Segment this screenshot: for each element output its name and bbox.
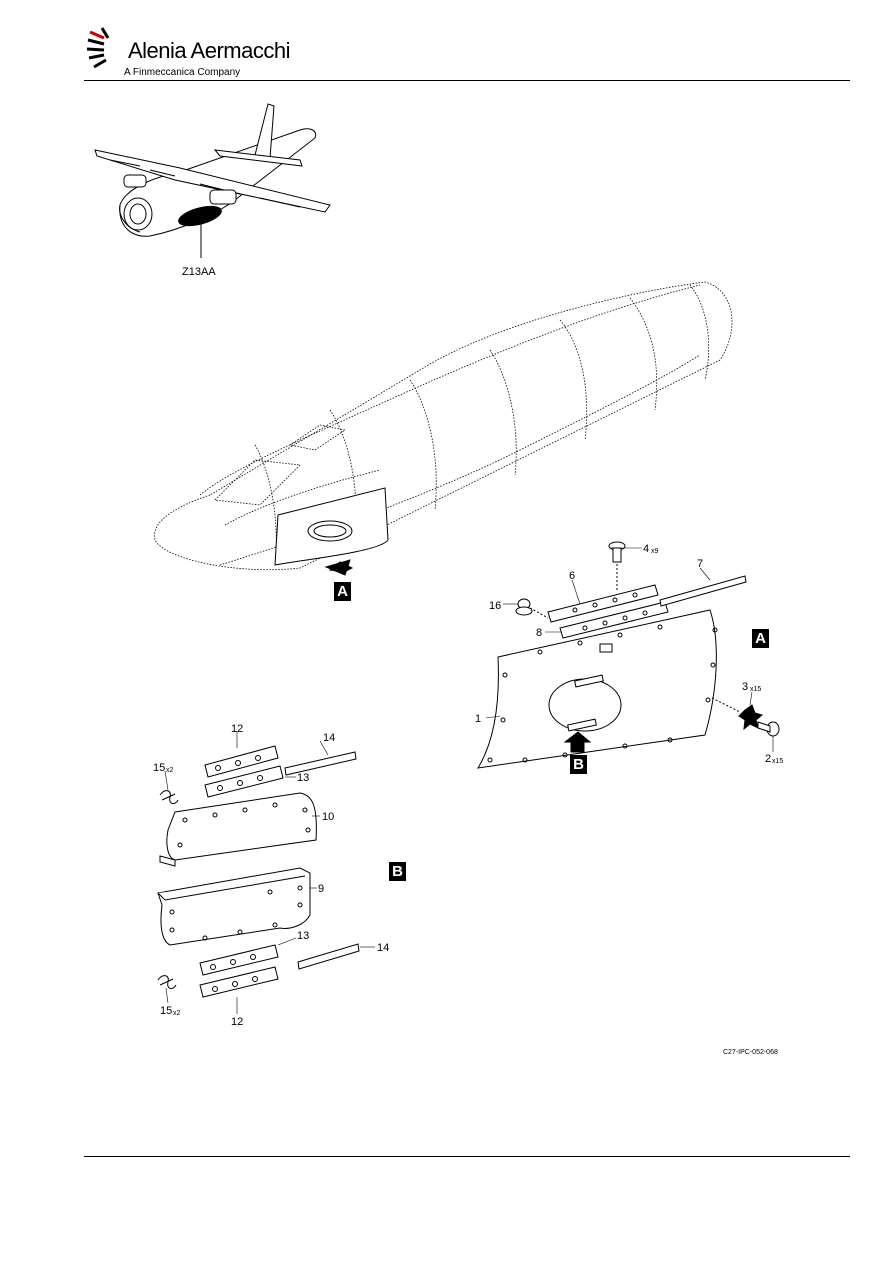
callout-13-lower: 13 (297, 930, 309, 942)
callout-15-lower: 15 (160, 1005, 172, 1017)
page-header: Alenia Aermacchi A Finmeccanica Company (0, 0, 893, 82)
leader-lines (164, 547, 774, 1014)
brand-name: Alenia Aermacchi (128, 38, 290, 63)
callout-3: 3 (742, 681, 748, 693)
callout-1: 1 (475, 713, 481, 725)
callout-6: 6 (569, 570, 575, 582)
callout-2-qty: x15 (772, 758, 783, 765)
view-b-hinge-assembly (157, 745, 360, 998)
callout-3-qty: x15 (750, 686, 761, 693)
callout-13-upper: 13 (297, 772, 309, 784)
alenia-logo-icon (86, 27, 110, 69)
callout-7: 7 (697, 558, 703, 570)
access-panel-location (274, 487, 389, 576)
header-rule (84, 80, 850, 81)
brand-subtitle: A Finmeccanica Company (124, 67, 241, 78)
callout-8: 8 (536, 627, 542, 639)
callout-2: 2 (765, 753, 771, 765)
callout-14-upper: 14 (323, 732, 335, 744)
callout-12-lower: 12 (231, 1016, 243, 1028)
view-a-door-panel (477, 541, 780, 769)
aircraft-locator (94, 103, 331, 258)
view-b-title: B (389, 862, 406, 881)
callout-4: 4 (643, 543, 649, 555)
callout-16: 16 (489, 600, 501, 612)
callout-15-lower-qty: x2 (173, 1010, 181, 1017)
figure-reference: C27-IPC-052-068 (723, 1049, 778, 1056)
footer-rule (84, 1156, 850, 1157)
callouts: 1 2 x15 3 x15 4 x9 6 7 8 9 10 12 12 13 1… (153, 543, 783, 1028)
view-b-marker: B (570, 755, 587, 774)
view-a-marker: A (334, 582, 351, 601)
callout-4-qty: x9 (651, 548, 659, 555)
callout-14-lower: 14 (377, 942, 389, 954)
view-a-title: A (752, 629, 769, 648)
callout-9: 9 (318, 883, 324, 895)
callout-15-upper: 15 (153, 762, 165, 774)
callout-15-upper-qty: x2 (166, 767, 174, 774)
zone-label: Z13AA (182, 266, 216, 278)
callout-10: 10 (322, 811, 334, 823)
callout-12-upper: 12 (231, 723, 243, 735)
radome-outline (154, 281, 733, 571)
